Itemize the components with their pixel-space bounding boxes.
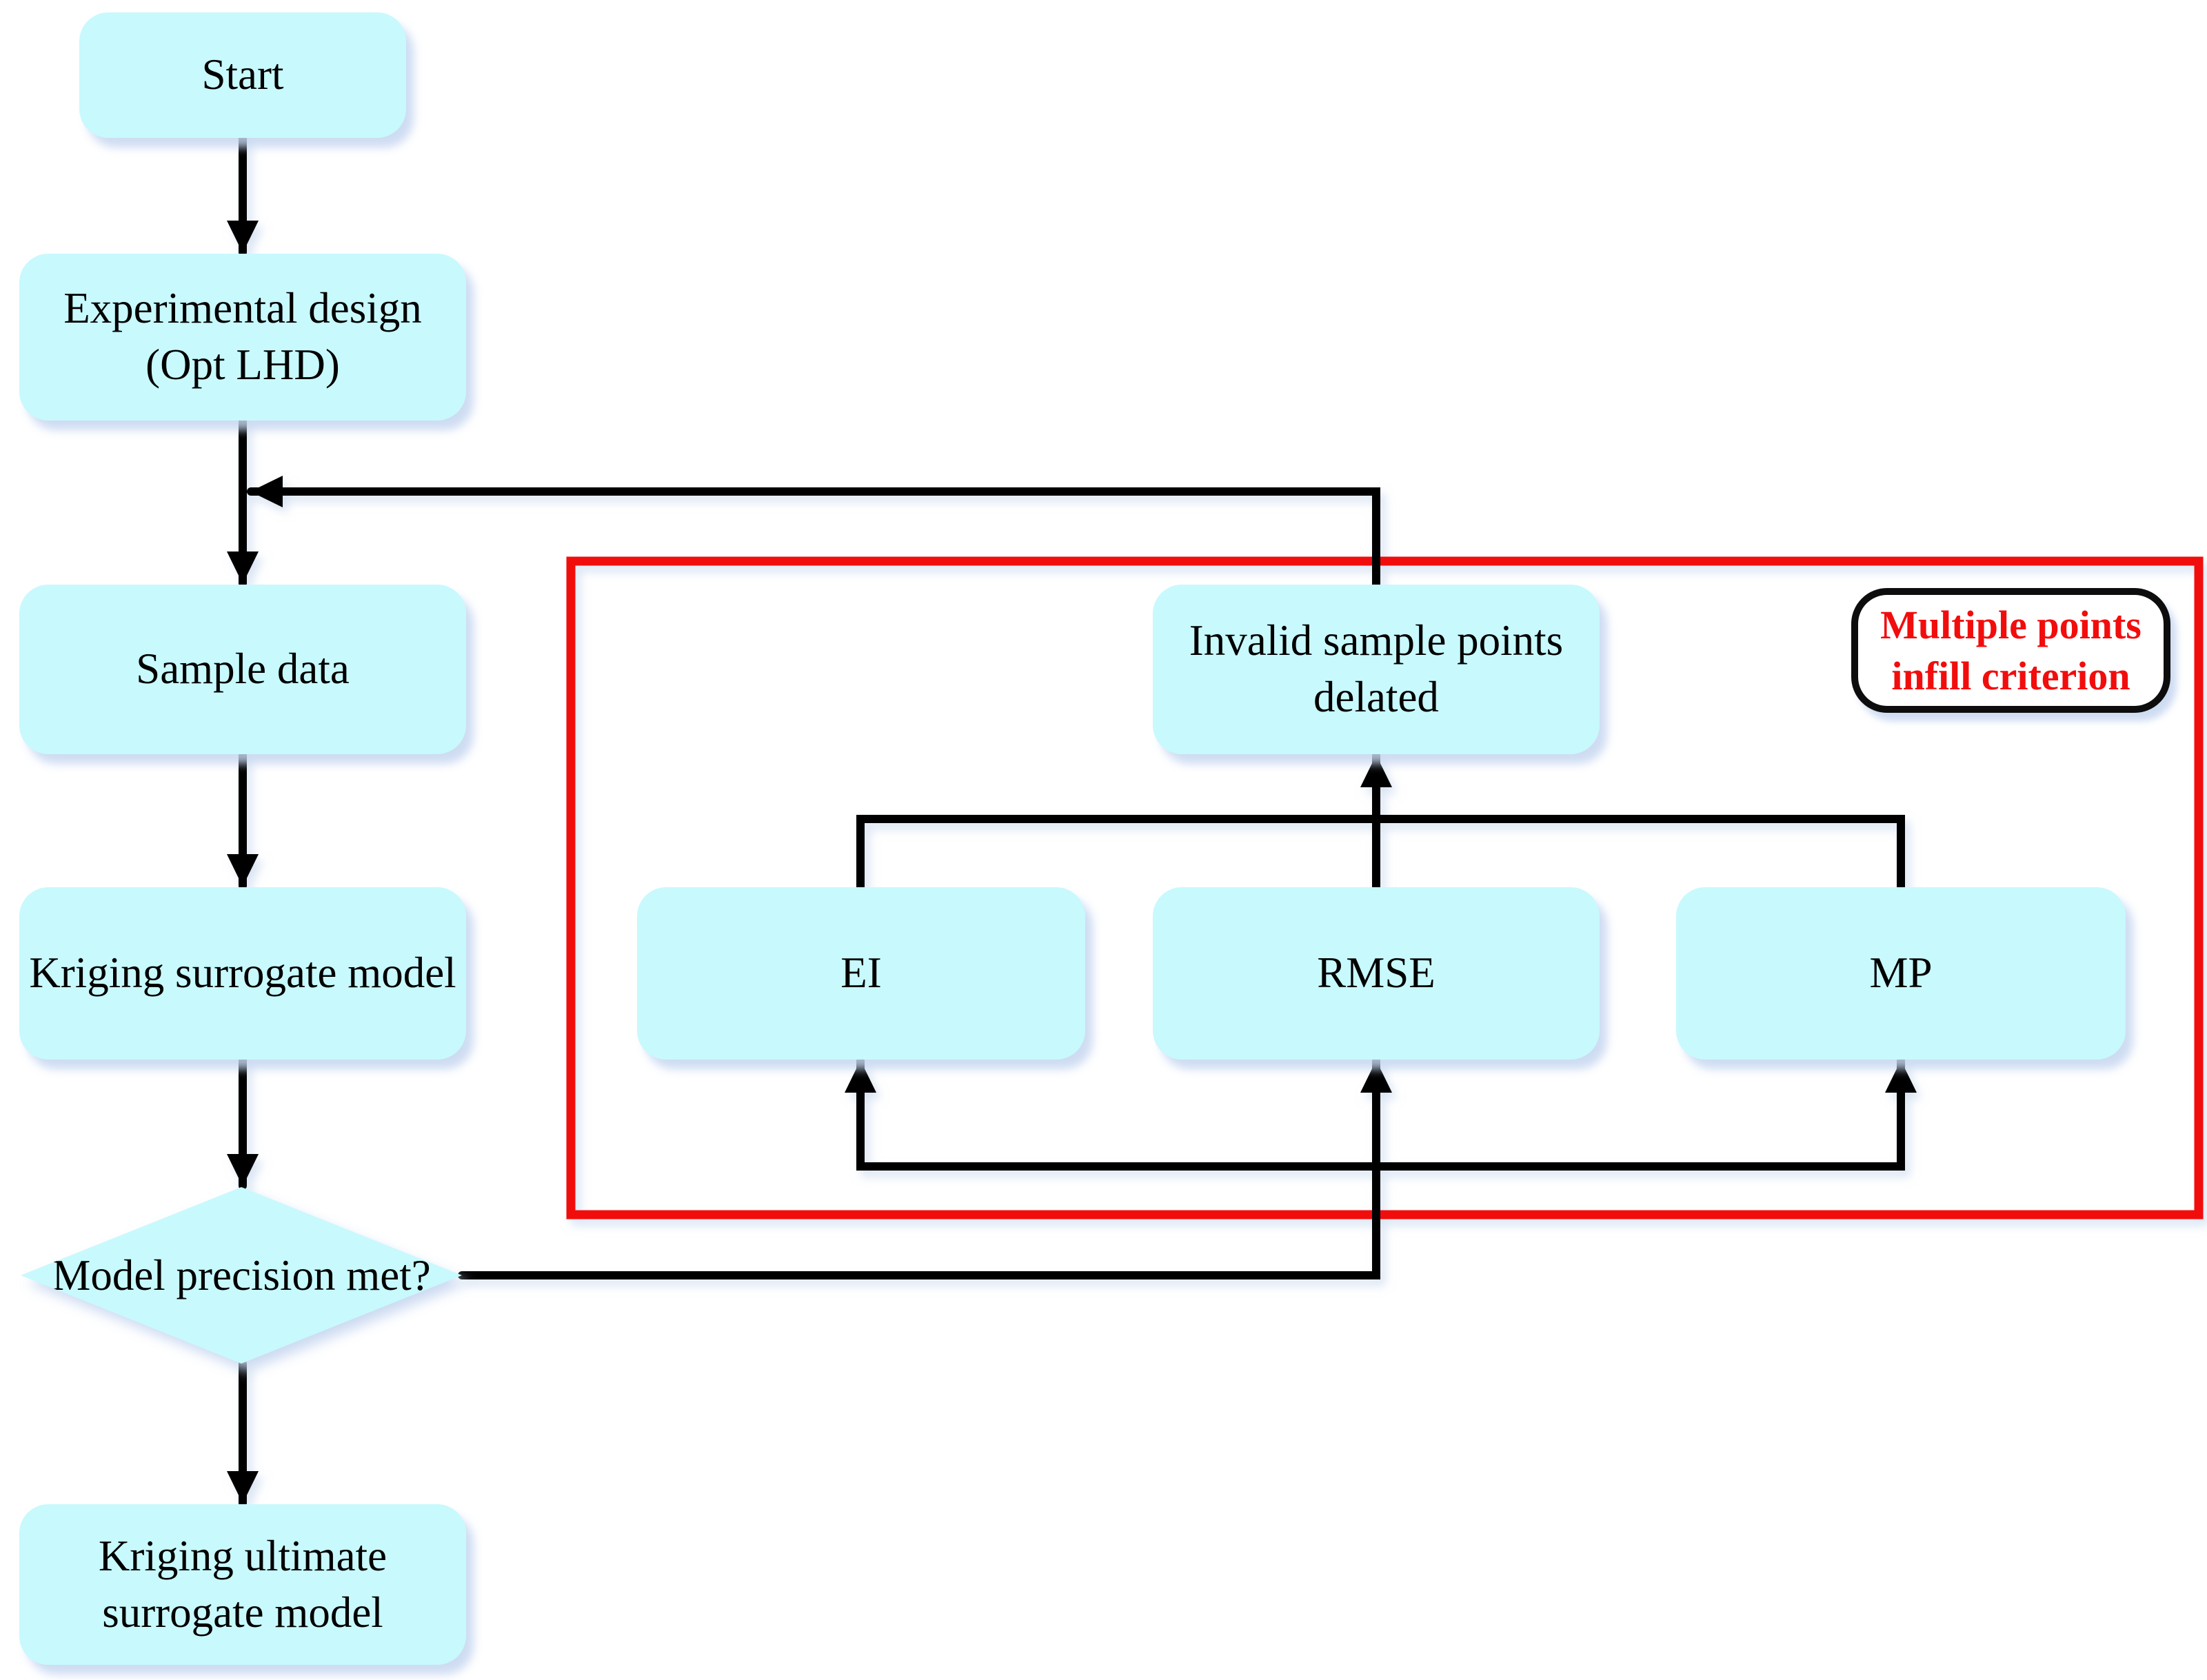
node-sample-data: Sample data <box>19 585 466 754</box>
node-ei-criterion: EI <box>637 887 1085 1060</box>
decision-model-precision-label: Model precision met? <box>21 1187 462 1364</box>
arrow-branch-to-ei-and-mp <box>845 1057 1917 1171</box>
node-kriging-surrogate-model: Kriging surrogate model <box>19 887 466 1060</box>
node-experimental-design: Experimental design (Opt LHD) <box>19 254 466 421</box>
node-invalid-sample-points: Invalid sample points delated <box>1153 585 1600 754</box>
node-start: Start <box>79 12 406 138</box>
arrow-decision-to-rmse <box>458 1057 1392 1279</box>
node-mp-criterion: MP <box>1676 887 2126 1060</box>
connector-ei-mp-tops <box>856 815 1905 891</box>
annotation-multiple-points-infill: Multiple points infill criterion <box>1851 588 2170 713</box>
decision-model-precision: Model precision met? <box>21 1187 462 1364</box>
node-rmse-criterion: RMSE <box>1153 887 1600 1060</box>
node-kriging-ultimate-model: Kriging ultimate surrogate model <box>19 1504 466 1665</box>
infill-criterion-frame <box>566 556 2204 1219</box>
arrow-invalid-points-feedback <box>247 476 1380 589</box>
